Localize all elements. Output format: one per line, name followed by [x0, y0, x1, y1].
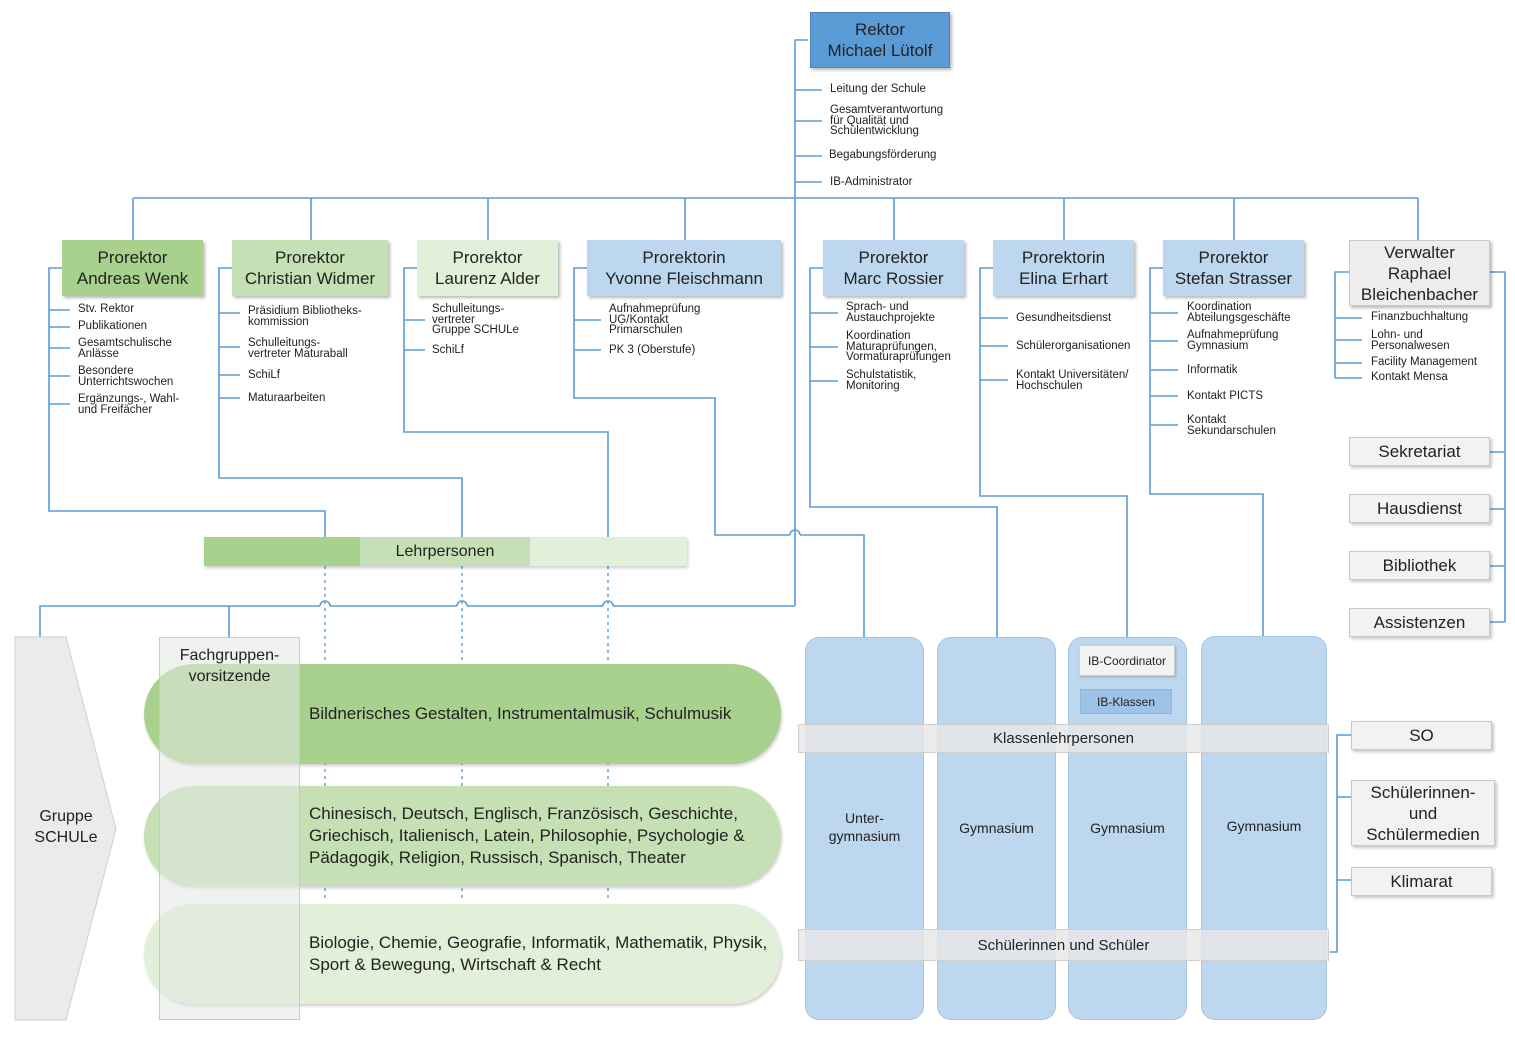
task: Kontakt Universitäten/ Hochschulen	[1016, 369, 1129, 392]
gruppe-schule-label: Gruppe SCHULe	[34, 808, 98, 846]
task: Kontakt PICTS	[1187, 390, 1264, 402]
task: Ergänzungs-, Wahl- und Freifächer	[78, 393, 180, 416]
service-box-hausdienst: Hausdienst	[1349, 494, 1490, 523]
student-body-medien: Schülerinnen- und Schülermedien	[1351, 780, 1495, 846]
prorektor-title: Prorektor	[858, 248, 929, 267]
lehrpersonen-bar: Lehrpersonen	[204, 537, 687, 566]
task: Lohn- und Personalwesen	[1371, 329, 1450, 352]
task: SchiLf	[432, 344, 464, 356]
prorektor-name: Yvonne Fleischmann	[605, 269, 763, 288]
rektor-title: Rektor	[854, 20, 906, 39]
prorektor-box-fleischmann: Prorektorin Yvonne Fleischmann	[587, 240, 781, 296]
prorektor-title: Prorektor	[452, 248, 523, 267]
schueler-band: Schülerinnen und Schüler	[798, 929, 1329, 961]
task: Gesundheitsdienst	[1016, 312, 1112, 324]
prorektor-box-alder: Prorektor Laurenz Alder	[417, 240, 558, 296]
rektor-task: Leitung der Schule	[830, 83, 926, 95]
task: Kontakt Sekundarschulen	[1187, 414, 1276, 437]
task: SchiLf	[248, 369, 280, 381]
task: Publikationen	[78, 320, 148, 332]
task: Koordination Maturaprüfungen, Vormaturap…	[846, 330, 951, 363]
task: Besondere Unterrichtswochen	[78, 365, 174, 388]
prorektor-name: Christian Widmer	[244, 269, 376, 288]
verwalter-title: Verwalter	[1384, 242, 1455, 262]
prorektor-box-rossier: Prorektor Marc Rossier	[823, 240, 964, 296]
prorektor-name: Marc Rossier	[843, 269, 944, 288]
prorektor-box-widmer: Prorektor Christian Widmer	[232, 240, 388, 296]
service-box-sekretariat: Sekretariat	[1349, 437, 1490, 466]
prorektor-name: Andreas Wenk	[76, 269, 189, 288]
task: Aufnahmeprüfung UG/Kontakt Primarschulen	[609, 303, 701, 336]
prorektor-title: Prorektor	[97, 248, 168, 267]
schulstufe-label: Gymnasium	[1226, 818, 1302, 834]
rektor-name: Michael Lütolf	[827, 41, 933, 60]
prorektor-box-erhart: Prorektorin Elina Erhart	[993, 240, 1134, 296]
task: Finanzbuchhaltung	[1371, 311, 1469, 323]
rektor-task: Begabungsförderung	[829, 149, 937, 161]
schulstufe-label: Gymnasium	[959, 820, 1034, 836]
schulstufe-label: Unter- gymnasium	[828, 810, 901, 844]
task: Schulstatistik, Monitoring	[846, 369, 917, 392]
student-body-klimarat: Klimarat	[1351, 867, 1492, 896]
task: Stv. Rektor	[78, 303, 135, 315]
rektor-task: IB-Administrator	[830, 176, 913, 188]
task: Maturaarbeiten	[248, 392, 326, 404]
task: Schülerorganisationen	[1016, 340, 1131, 352]
prorektor-name: Elina Erhart	[1019, 269, 1108, 288]
verwalter-name: Raphael Bleichenbacher	[1360, 263, 1479, 304]
prorektor-title: Prorektorin	[642, 248, 726, 267]
prorektor-name: Stefan Strasser	[1174, 269, 1293, 288]
task: Schulleitungs- vertreter Maturaball	[248, 337, 348, 360]
prorektor-title: Prorektorin	[1021, 248, 1106, 267]
task: Sprach- und Austauchprojekte	[846, 301, 935, 324]
klassenlehrpersonen-band: Klassenlehrpersonen	[798, 724, 1329, 753]
prorektor-title: Prorektor	[1198, 248, 1269, 267]
student-body-so: SO	[1351, 721, 1492, 750]
fachgruppenvorsitzende-column	[159, 637, 300, 1020]
task: Facility Management	[1371, 356, 1478, 368]
ib-coordinator-box: IB-Coordinator	[1079, 645, 1175, 676]
task: Koordination Abteilungsgeschäfte	[1187, 301, 1291, 324]
task: Aufnahmeprüfung Gymnasium	[1187, 329, 1279, 352]
service-box-assistenzen: Assistenzen	[1349, 608, 1490, 637]
lehrpersonen-label: Lehrpersonen	[395, 542, 495, 560]
task: Schulleitungs- vertreter Gruppe SCHULe	[432, 303, 519, 336]
schulstufe-label: Gymnasium	[1090, 820, 1165, 836]
gruppe-schule-arrow	[14, 636, 117, 1021]
rektor-task: Gesamtverantwortung für Qualität und Sch…	[830, 104, 944, 137]
ib-klassen-box: IB-Klassen	[1080, 689, 1172, 714]
task: Präsidium Bibliotheks- kommission	[248, 305, 362, 328]
verwalter-box: Verwalter Raphael Bleichenbacher	[1349, 240, 1490, 306]
task: Informatik	[1187, 364, 1238, 376]
prorektor-name: Laurenz Alder	[435, 269, 540, 288]
task: Kontakt Mensa	[1371, 371, 1448, 383]
fachgruppenvorsitzende-label: Fachgruppen- vorsitzende	[179, 647, 280, 685]
prorektor-box-wenk: Prorektor Andreas Wenk	[62, 240, 203, 296]
prorektor-title: Prorektor	[275, 248, 345, 267]
task: PK 3 (Oberstufe)	[609, 344, 696, 356]
task: Gesamtschulische Anlässe	[78, 337, 172, 360]
service-box-bibliothek: Bibliothek	[1349, 551, 1490, 580]
rektor-box: Rektor Michael Lütolf	[810, 12, 950, 68]
prorektor-box-strasser: Prorektor Stefan Strasser	[1163, 240, 1304, 296]
